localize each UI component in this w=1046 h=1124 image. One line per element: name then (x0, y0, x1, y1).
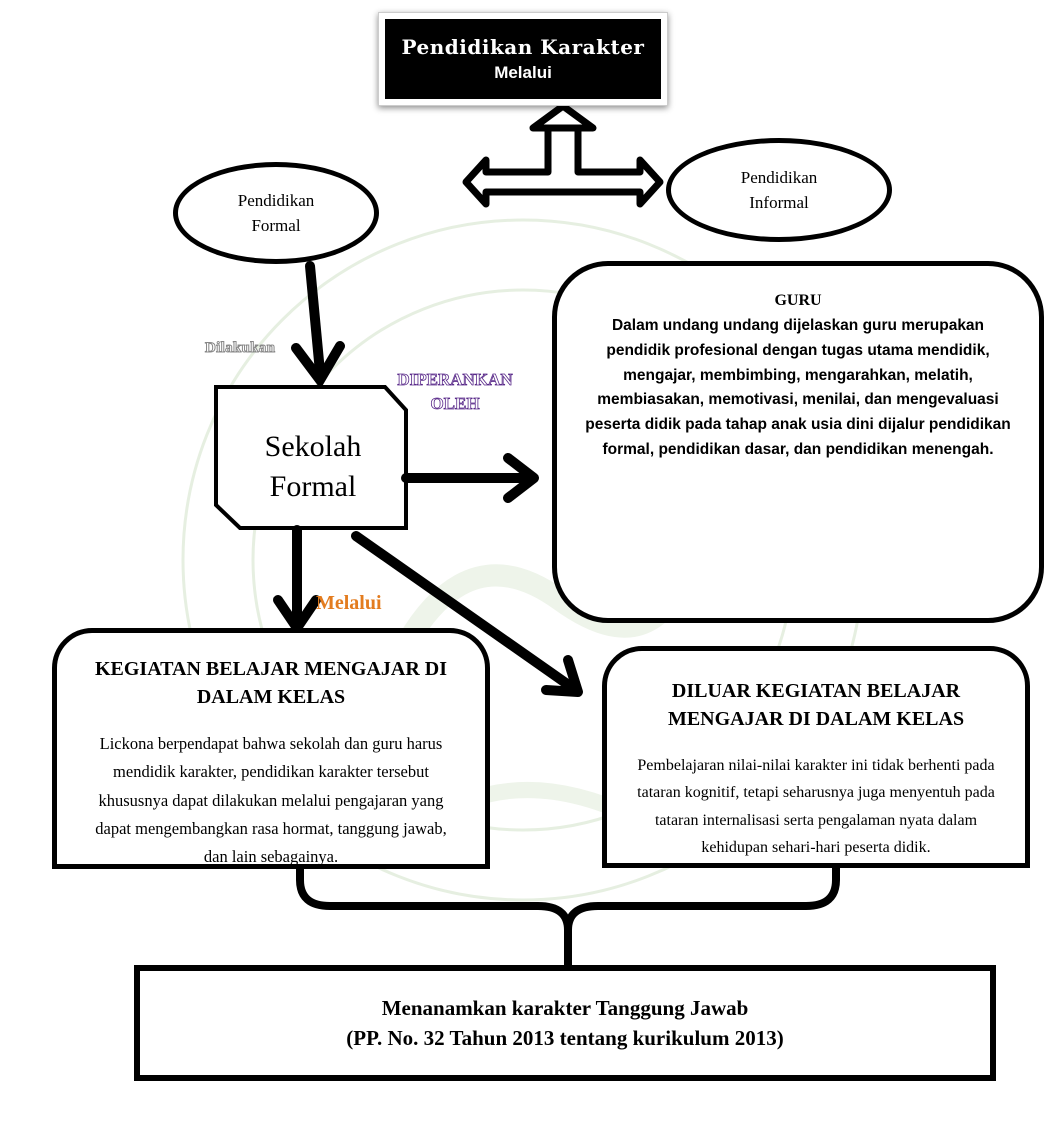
sekolah-formal-shape (214, 385, 408, 530)
node-pendidikan-informal: Pendidikan Informal (666, 138, 892, 242)
diagram-title: Pendidikan Karakter (401, 35, 645, 59)
node-guru: GURU Dalam undang undang dijelaskan guru… (552, 261, 1044, 623)
title-box: Pendidikan Karakter Melalui (378, 12, 668, 106)
kegiatan-luar-text: Pembelajaran nilai-nilai karakter ini ti… (637, 756, 995, 857)
label-diperankan-oleh: DIPERANKAN OLEH (370, 368, 540, 416)
arrow-sekolah-to-kegiatan-luar (351, 531, 583, 697)
label-diperankan-line1: DIPERANKAN (397, 370, 513, 390)
bottom-line2: (PP. No. 32 Tahun 2013 tentang kurikulum… (346, 1026, 784, 1050)
kegiatan-dalam-text: Lickona berpendapat bahwa sekolah dan gu… (95, 733, 447, 867)
three-way-arrow (462, 102, 664, 208)
formal-line1: Pendidikan (237, 190, 315, 210)
guru-description: Dalam undang undang dijelaskan guru meru… (585, 317, 1011, 458)
arrow-sekolah-to-kegiatan-dalam (273, 525, 321, 633)
diagram-subtitle: Melalui (494, 63, 552, 82)
kegiatan-dalam-title: KEGIATAN BELAJAR MENGAJAR DI DALAM KELAS (94, 658, 448, 709)
kegiatan-luar-title: DILUAR KEGIATAN BELAJAR MENGAJAR DI DALA… (667, 680, 965, 731)
node-kegiatan-dalam-kelas: KEGIATAN BELAJAR MENGAJAR DI DALAM KELAS… (52, 628, 490, 869)
node-sekolah-formal: Sekolah Formal (222, 412, 404, 522)
arrow-formal-to-sekolah (291, 261, 345, 390)
informal-line2: Informal (749, 193, 809, 212)
label-melalui: Melalui (316, 592, 382, 614)
node-kegiatan-luar-kelas: DILUAR KEGIATAN BELAJAR MENGAJAR DI DALA… (602, 646, 1030, 868)
formal-line2: Formal (251, 216, 301, 235)
guru-title: GURU (774, 292, 822, 309)
informal-line1: Pendidikan (740, 167, 818, 187)
node-pendidikan-formal: Pendidikan Formal (173, 162, 379, 264)
title-panel: Pendidikan Karakter Melalui (385, 19, 661, 99)
label-diperankan-line2: OLEH (430, 393, 480, 413)
sekolah-line1: Sekolah (264, 429, 362, 463)
bottom-line1: Menanamkan karakter Tanggung Jawab (381, 995, 749, 1020)
label-dilakukan: Dilakukan (204, 340, 276, 357)
arrow-sekolah-to-guru (401, 453, 539, 503)
sekolah-line2: Formal (269, 470, 357, 503)
node-tanggung-jawab: Menanamkan karakter Tanggung Jawab (PP. … (134, 965, 996, 1081)
bracket-connector (296, 864, 840, 969)
